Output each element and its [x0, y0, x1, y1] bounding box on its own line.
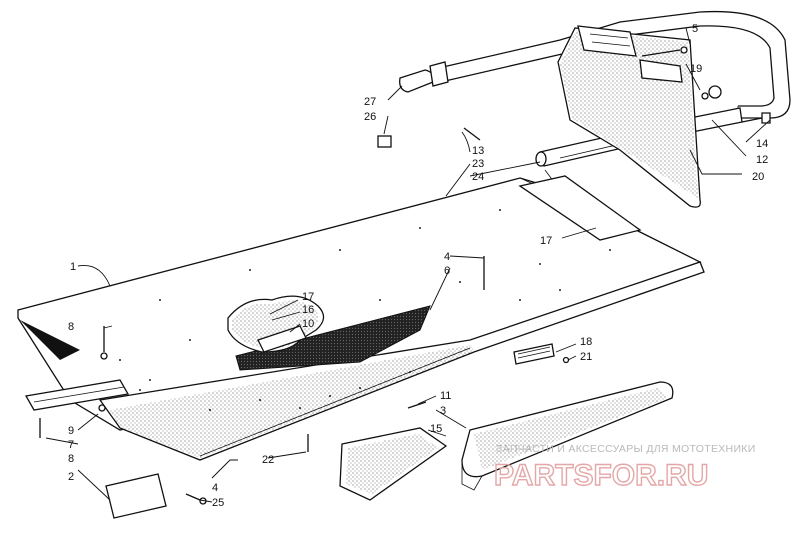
callout-21: 21 — [580, 351, 592, 363]
leader-lines — [45, 27, 771, 503]
callout-12: 12 — [756, 154, 768, 166]
callout-25: 25 — [212, 497, 224, 509]
callout-9: 9 — [68, 425, 74, 437]
callout-18: 18 — [580, 336, 592, 348]
watermark-logo: PARTSFOR.RU — [494, 459, 708, 492]
end-cap — [399, 61, 449, 93]
callout-23: 23 — [472, 158, 484, 170]
decal — [377, 135, 392, 148]
callout-27: 27 — [364, 96, 376, 108]
callout-2: 2 — [68, 471, 74, 483]
callout-11: 11 — [440, 390, 451, 402]
callout-17b: 17 — [540, 235, 552, 247]
callout-14: 14 — [756, 138, 768, 150]
callout-8b: 8 — [68, 453, 74, 465]
callout-22: 22 — [262, 454, 274, 466]
step-plate — [339, 427, 448, 501]
callout-19: 19 — [690, 63, 702, 75]
callout-10: 10 — [302, 318, 314, 330]
bolt — [407, 401, 427, 409]
watermark-caption: ЗАПЧАСТИ И АКСЕССУАРЫ ДЛЯ МОТОТЕХНИКИ — [496, 443, 756, 455]
callout-5: 5 — [692, 23, 698, 35]
reflector-plate — [105, 473, 167, 519]
callout-20: 20 — [752, 171, 764, 183]
callout-6: 6 — [444, 265, 450, 277]
callout-16: 16 — [302, 304, 314, 316]
running-board — [461, 381, 674, 491]
callout-15: 15 — [430, 423, 442, 435]
callout-7: 7 — [68, 439, 74, 451]
callout-1: 1 — [70, 261, 76, 273]
callout-13: 13 — [472, 145, 484, 157]
callout-4a: 4 — [444, 251, 450, 263]
watermark: ЗАПЧАСТИ И АКСЕССУАРЫ ДЛЯ МОТОТЕХНИКИ PA… — [493, 443, 756, 493]
callout-26: 26 — [364, 111, 376, 123]
callout-4b: 4 — [212, 482, 218, 494]
callout-24: 24 — [472, 171, 484, 183]
reflector — [513, 343, 570, 365]
side-bracket — [24, 326, 130, 438]
tunnel — [17, 169, 705, 461]
callout-8a: 8 — [68, 321, 74, 333]
callout-labels: 1 8 9 7 8 2 4 25 22 17 16 10 4 6 11 3 15… — [68, 23, 768, 509]
snow-flap — [557, 25, 701, 208]
rivet-pattern — [119, 209, 611, 411]
callout-3: 3 — [440, 405, 446, 417]
callout-17a: 17 — [302, 291, 314, 303]
